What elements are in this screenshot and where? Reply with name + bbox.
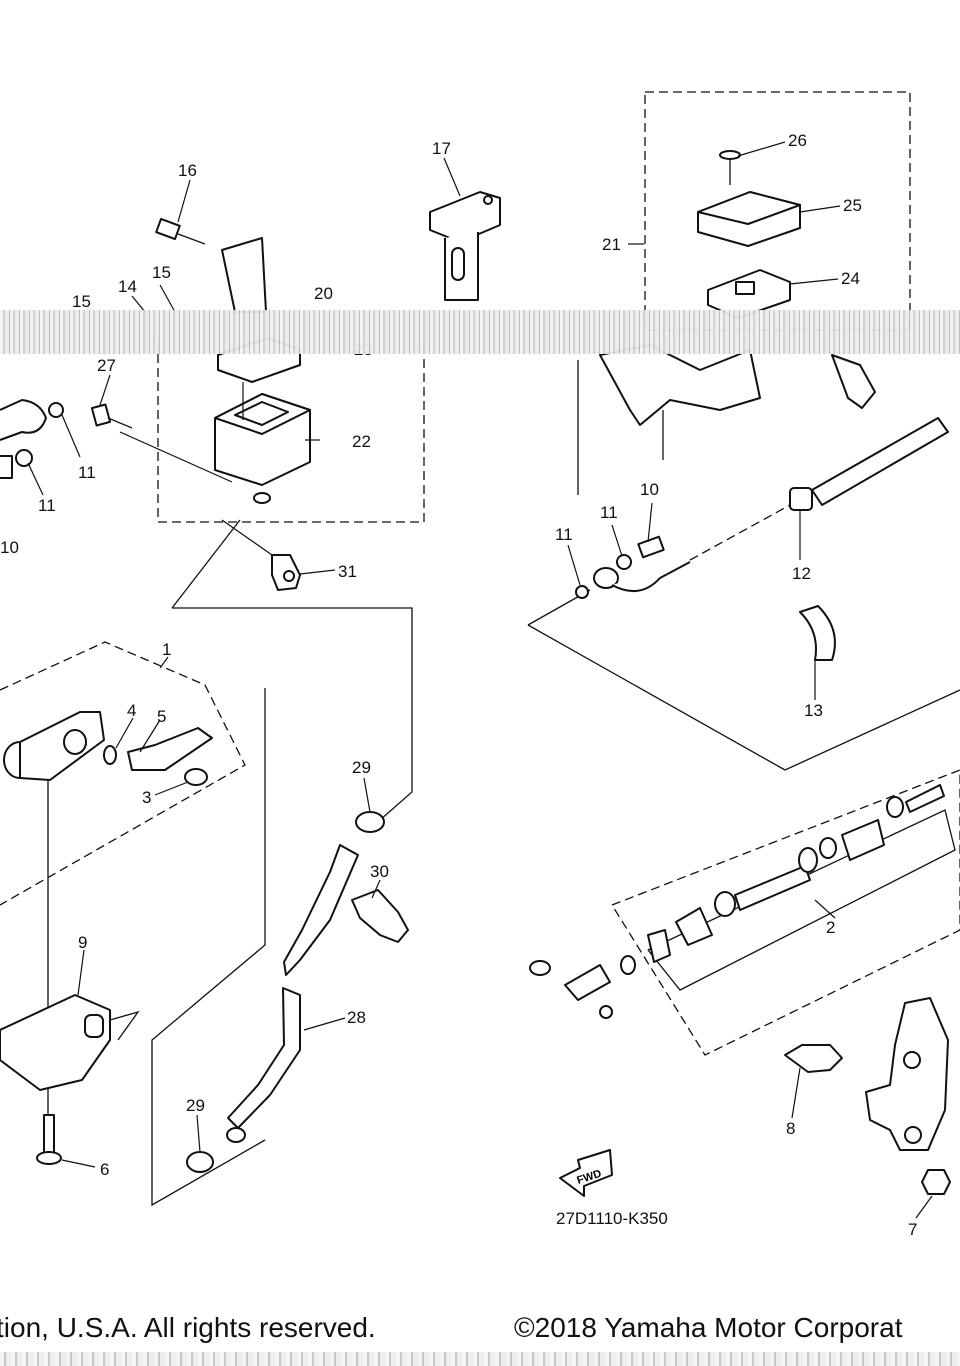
frame-cylinder xyxy=(647,809,956,991)
part-brake-fitting-left xyxy=(0,399,64,479)
part-24-diaphragm xyxy=(707,269,791,319)
callout-30: 30 xyxy=(370,862,389,881)
callout-27: 27 xyxy=(97,356,116,375)
part-2-piston-kit xyxy=(647,784,945,963)
part-9-bracket xyxy=(0,994,140,1091)
part-16-bolt xyxy=(155,218,206,245)
callout-20: 20 xyxy=(314,284,333,303)
part-brake-hose-right xyxy=(575,417,949,599)
part-6-bolt xyxy=(36,1114,62,1165)
callout-8: 8 xyxy=(786,1119,795,1138)
callout-12: 12 xyxy=(792,564,811,583)
part-26-screw xyxy=(719,150,741,185)
callout-5: 5 xyxy=(157,707,166,726)
part-7-nut xyxy=(921,1169,951,1195)
part-30-fitting xyxy=(351,889,409,943)
part-17-bracket xyxy=(429,191,501,301)
part-clevis xyxy=(529,955,636,1019)
callout-22: 22 xyxy=(352,432,371,451)
callout-3: 3 xyxy=(142,788,151,807)
frame-left xyxy=(151,688,266,1207)
callout-24: 24 xyxy=(841,269,860,288)
callout-26: 26 xyxy=(788,131,807,150)
part-8-clip xyxy=(784,1044,843,1073)
callout-1: 1 xyxy=(162,640,171,659)
callout-9: 9 xyxy=(78,933,87,952)
callout-10-left: 10 xyxy=(0,538,19,557)
callout-6: 6 xyxy=(100,1160,109,1179)
callout-11-a: 11 xyxy=(78,463,96,482)
part-25-cap xyxy=(697,191,801,247)
callout-31: 31 xyxy=(338,562,357,581)
footer-copyright-text: ©2018 Yamaha Motor Corporat xyxy=(514,1312,903,1343)
callout-11-d: 11 xyxy=(600,503,618,522)
callout-15-a: 15 xyxy=(152,263,171,282)
callout-2: 2 xyxy=(826,918,835,937)
part-22-reservoir xyxy=(214,337,311,504)
callout-28: 28 xyxy=(347,1008,366,1027)
part-bracket-right xyxy=(577,344,876,495)
part-27-bolt xyxy=(90,403,233,483)
callout-15-b: 15 xyxy=(72,292,91,311)
fwd-arrow: FWD xyxy=(559,1149,613,1197)
part-31-clip xyxy=(221,519,301,591)
callout-29-upper: 29 xyxy=(352,758,371,777)
callouts: 1 2 3 4 5 6 7 8 9 10 10 11 11 11 11 12 1… xyxy=(0,131,917,1239)
frame-hose-link xyxy=(171,519,241,609)
part-28-hose xyxy=(226,844,359,1143)
assembly-box-1 xyxy=(0,641,246,906)
scan-noise-band xyxy=(0,310,960,354)
part-mount-bracket xyxy=(221,237,267,313)
callout-11-c: 11 xyxy=(555,525,573,544)
part-29-clamp-upper xyxy=(355,811,385,833)
footer-rights-text: tion, U.S.A. All rights reserved. xyxy=(0,1312,376,1343)
part-1-master-cylinder xyxy=(3,711,213,1120)
callout-7: 7 xyxy=(908,1220,917,1239)
drawing-code: 27D1110-K350 xyxy=(556,1209,668,1228)
callout-10-right: 10 xyxy=(640,480,659,499)
part-pedal-bracket xyxy=(865,997,949,1151)
part-29-clamp-lower xyxy=(186,1151,214,1173)
assembly-box-21 xyxy=(644,91,911,331)
callout-25: 25 xyxy=(843,196,862,215)
callout-11-b: 11 xyxy=(38,496,56,515)
callout-21: 21 xyxy=(602,235,621,254)
callout-29-lower: 29 xyxy=(186,1096,205,1115)
callout-17: 17 xyxy=(432,139,451,158)
callout-14: 14 xyxy=(118,277,137,296)
callout-16: 16 xyxy=(178,161,197,180)
callout-13: 13 xyxy=(804,701,823,720)
frame-right xyxy=(527,624,960,771)
assembly-box-20 xyxy=(157,340,425,523)
leader-lines xyxy=(27,141,933,1219)
frame-hose xyxy=(172,607,413,821)
callout-4: 4 xyxy=(127,701,136,720)
part-13-clamp xyxy=(799,605,836,661)
scan-noise-bottom xyxy=(0,1352,960,1366)
assembly-box-2 xyxy=(611,769,960,1056)
